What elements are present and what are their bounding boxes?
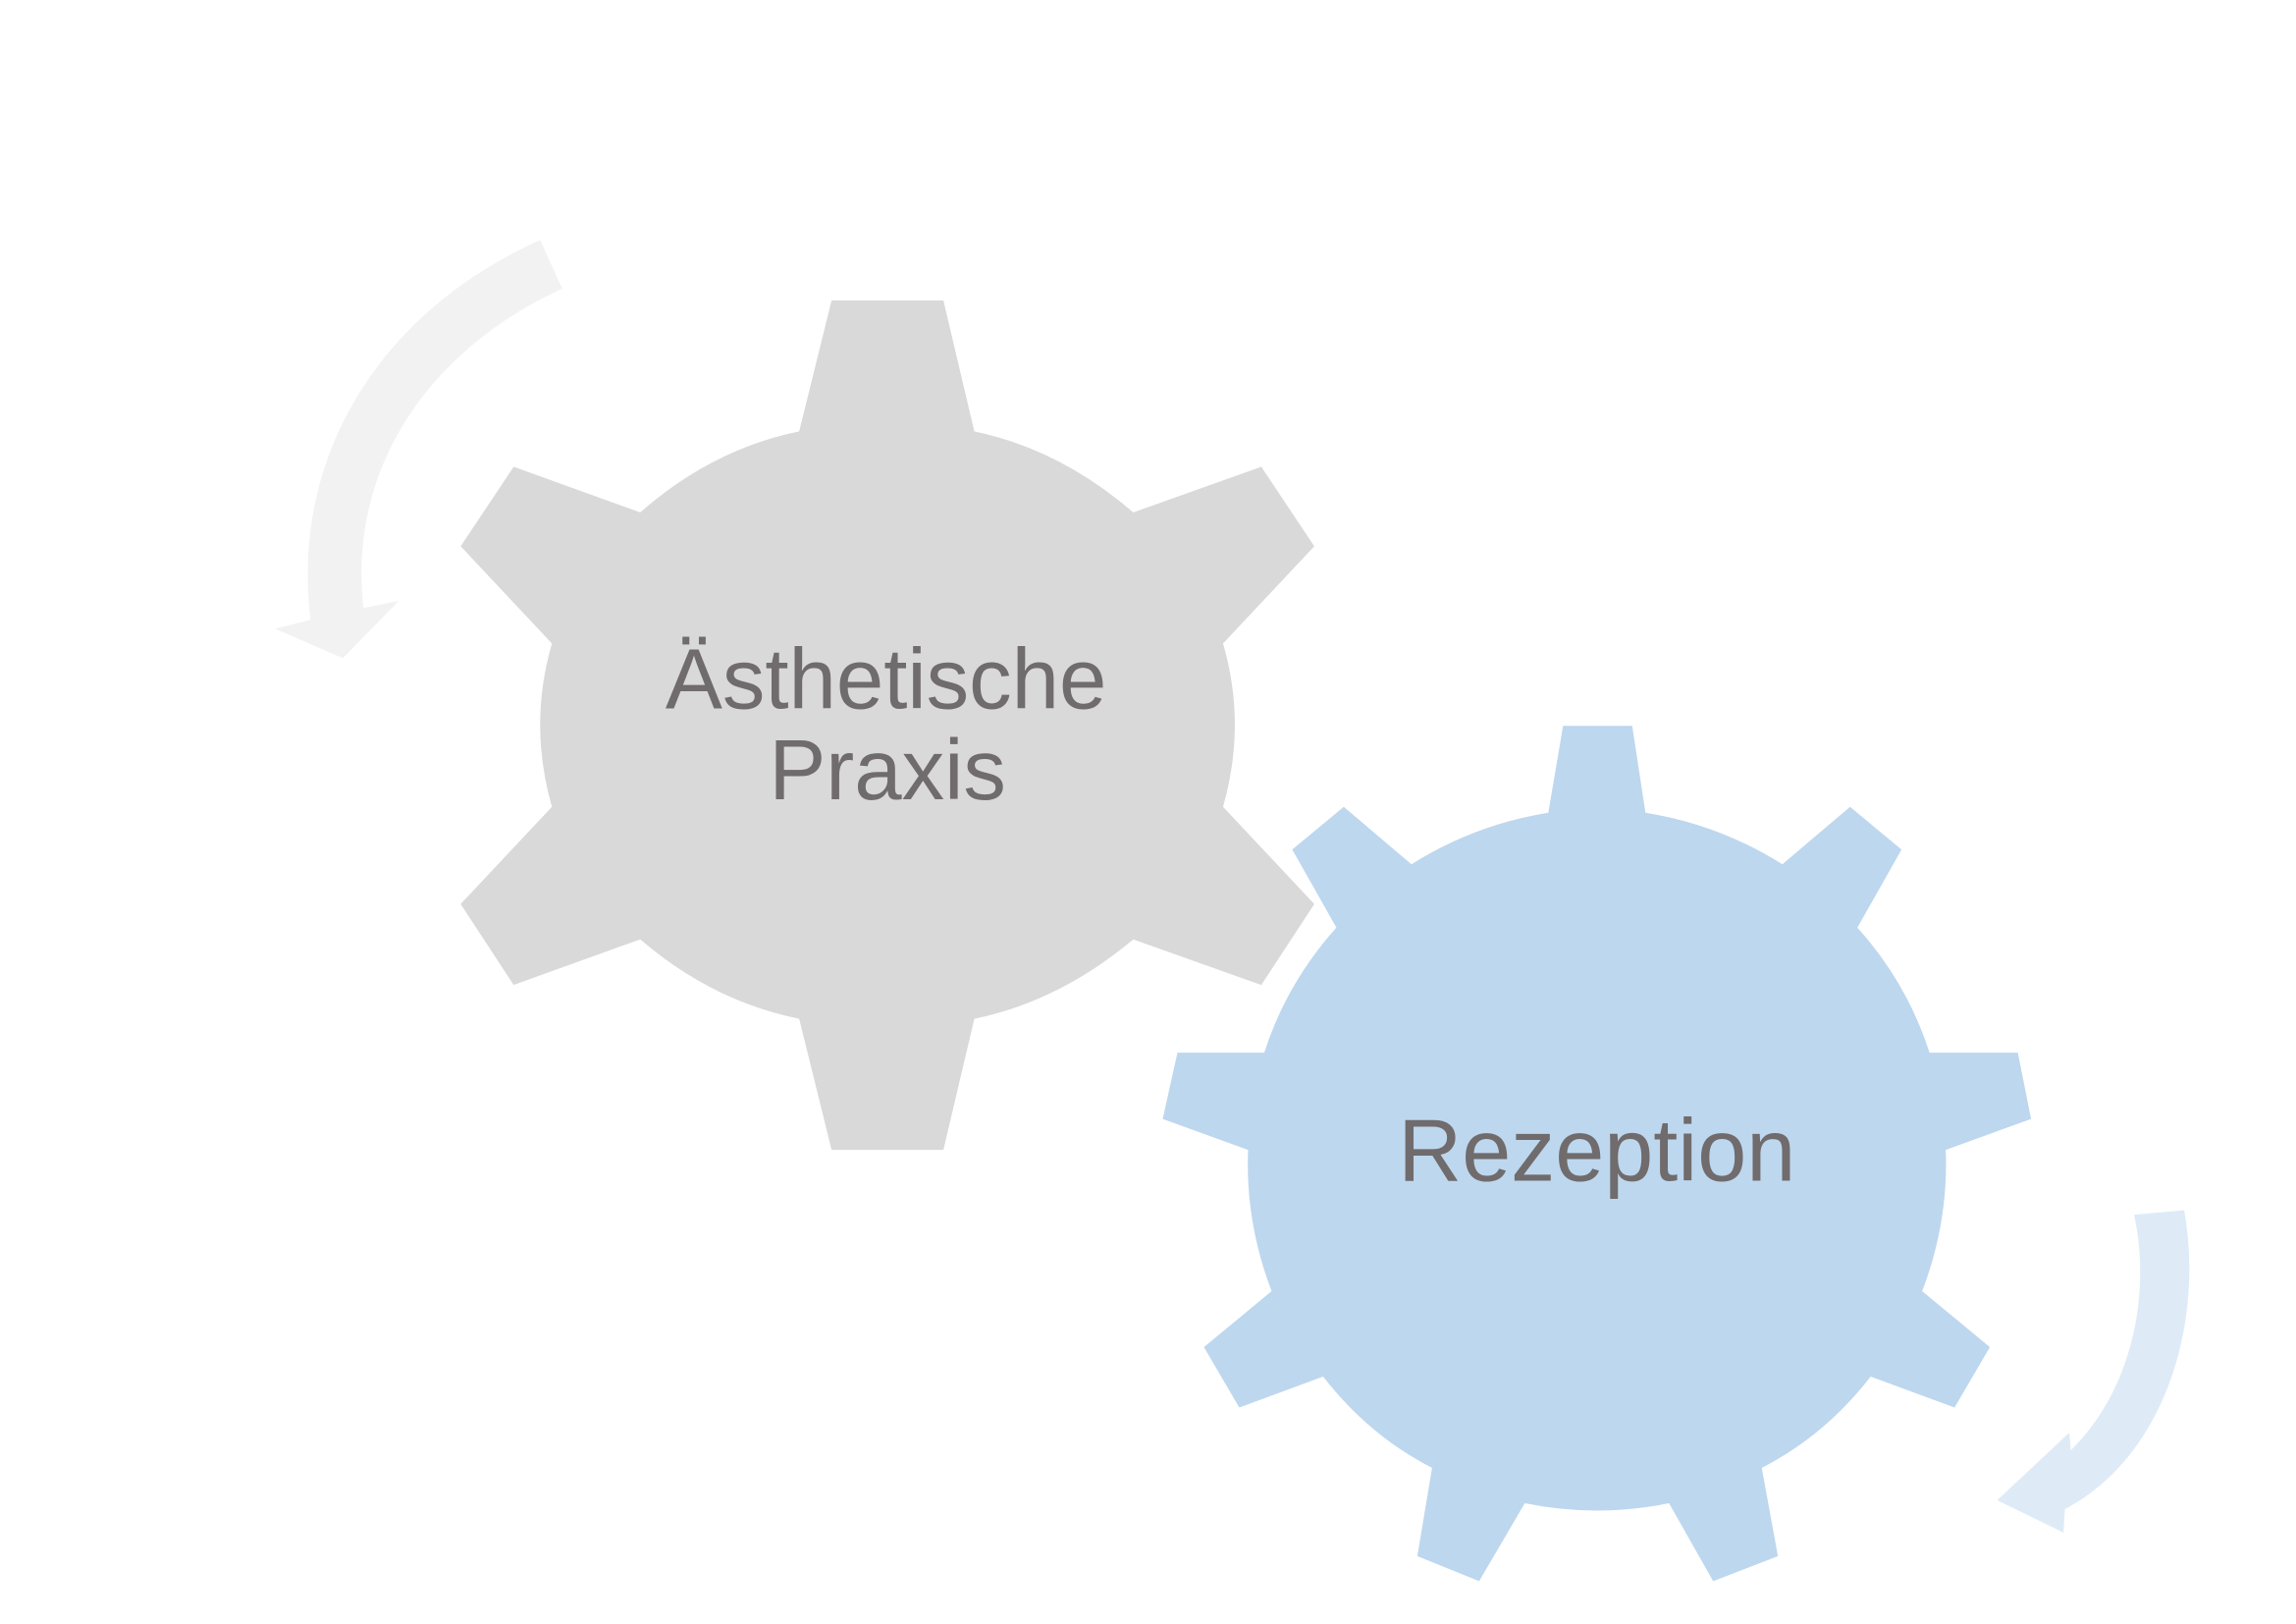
gear-praxis-label-line1: Ästhetische bbox=[666, 631, 1106, 727]
praxis-rotation-arrow-icon bbox=[275, 240, 562, 659]
gear-rezeption bbox=[1162, 726, 2032, 1582]
gear-praxis-label-line2: Praxis bbox=[769, 723, 1006, 818]
gear-praxis bbox=[460, 299, 1314, 1151]
rezeption-rotation-arrow-icon bbox=[1997, 1210, 2190, 1533]
gear-rezeption-label: Rezeption bbox=[1398, 1103, 1795, 1201]
